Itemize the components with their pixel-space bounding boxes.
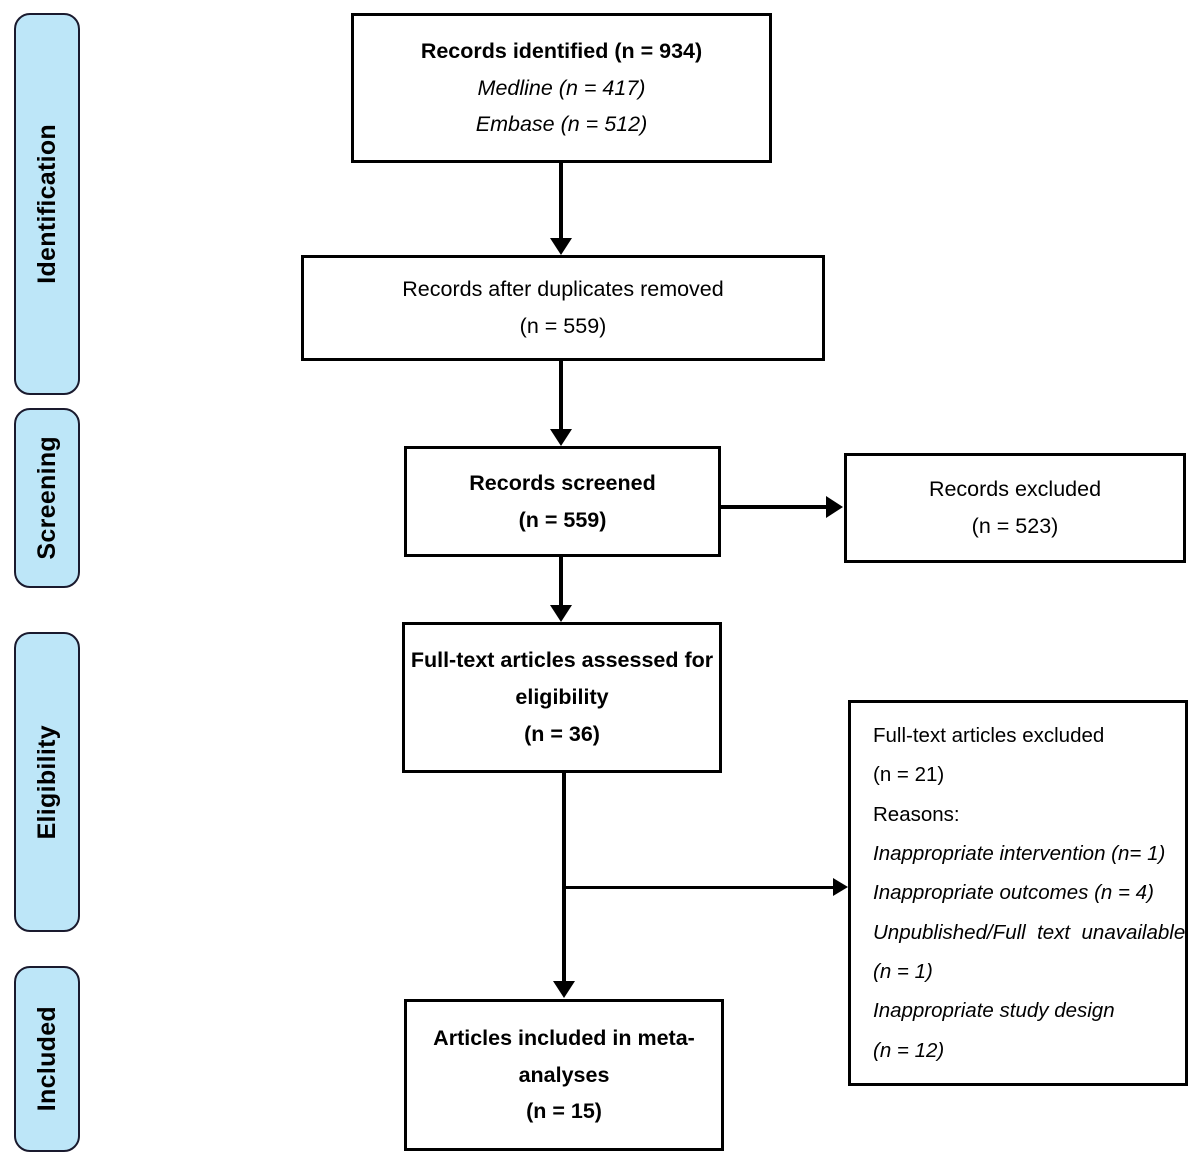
connector-duplicates-to-screened <box>559 361 563 429</box>
fulltext-excluded-count: (n = 21) <box>873 763 945 787</box>
phase-included: Included <box>14 966 80 1152</box>
arrow-screened-to-fulltext <box>550 605 572 622</box>
reason-inappropriate-intervention: Inappropriate intervention (n= 1) <box>873 841 1166 865</box>
reason-inappropriate-outcomes: Inappropriate outcomes (n = 4) <box>873 881 1154 905</box>
reason-inappropriate-study-design: Inappropriate study design <box>873 999 1115 1023</box>
connector-fulltext-to-included <box>562 773 566 981</box>
articles-included-label-1: Articles included in meta- <box>433 1025 695 1050</box>
phase-identification-label: Identification <box>32 124 61 284</box>
arrow-fulltext-to-included <box>553 981 575 998</box>
fulltext-assessed-label-2: eligibility <box>515 685 609 710</box>
phase-eligibility-label: Eligibility <box>32 724 61 840</box>
after-duplicates-label: Records after duplicates removed <box>402 277 724 302</box>
connector-screened-to-excluded <box>721 505 826 509</box>
phase-included-label: Included <box>32 1006 61 1112</box>
records-identified-embase: Embase (n = 512) <box>475 112 648 137</box>
box-fulltext-assessed: Full-text articles assessed for eligibil… <box>402 622 722 773</box>
box-records-after-duplicates: Records after duplicates removed (n = 55… <box>301 255 825 361</box>
after-duplicates-count: (n = 559) <box>519 314 607 338</box>
reason-unpublished-unavailable-count: (n = 1) <box>873 960 933 984</box>
phase-identification: Identification <box>14 13 80 395</box>
arrow-identified-to-duplicates <box>550 238 572 255</box>
articles-included-count: (n = 15) <box>526 1099 602 1124</box>
phase-screening-label: Screening <box>32 436 61 560</box>
connector-identified-to-duplicates <box>559 163 563 238</box>
fulltext-assessed-count: (n = 36) <box>524 721 600 746</box>
articles-included-label-2: analyses <box>518 1062 610 1087</box>
reason-unpublished-unavailable: Unpublished/Full text unavailable <box>873 920 1186 944</box>
reason-inappropriate-study-design-count: (n = 12) <box>873 1038 945 1062</box>
connector-fulltext-to-excluded-reasons <box>564 886 835 889</box>
fulltext-assessed-label-1: Full-text articles assessed for <box>410 648 714 673</box>
records-excluded-count: (n = 523) <box>971 514 1059 538</box>
records-screened-count: (n = 559) <box>518 507 607 532</box>
box-records-excluded: Records excluded (n = 523) <box>844 453 1186 563</box>
box-records-identified: Records identified (n = 934) Medline (n … <box>351 13 772 163</box>
records-excluded-label: Records excluded <box>928 477 1102 502</box>
connector-screened-to-fulltext <box>559 557 563 605</box>
box-fulltext-excluded: Full-text articles excluded (n = 21) Rea… <box>848 700 1188 1086</box>
records-identified-total: Records identified (n = 934) <box>420 38 703 63</box>
phase-eligibility: Eligibility <box>14 632 80 932</box>
fulltext-excluded-label: Full-text articles excluded <box>873 723 1105 747</box>
arrow-screened-to-excluded <box>826 496 843 518</box>
box-articles-included: Articles included in meta- analyses (n =… <box>404 999 724 1151</box>
records-identified-medline: Medline (n = 417) <box>477 75 646 100</box>
box-records-screened: Records screened (n = 559) <box>404 446 721 557</box>
arrow-fulltext-to-excluded-reasons <box>833 878 848 896</box>
arrow-duplicates-to-screened <box>550 429 572 446</box>
phase-screening: Screening <box>14 408 80 588</box>
records-screened-label: Records screened <box>469 470 656 495</box>
fulltext-excluded-reasons-heading: Reasons: <box>873 802 960 826</box>
